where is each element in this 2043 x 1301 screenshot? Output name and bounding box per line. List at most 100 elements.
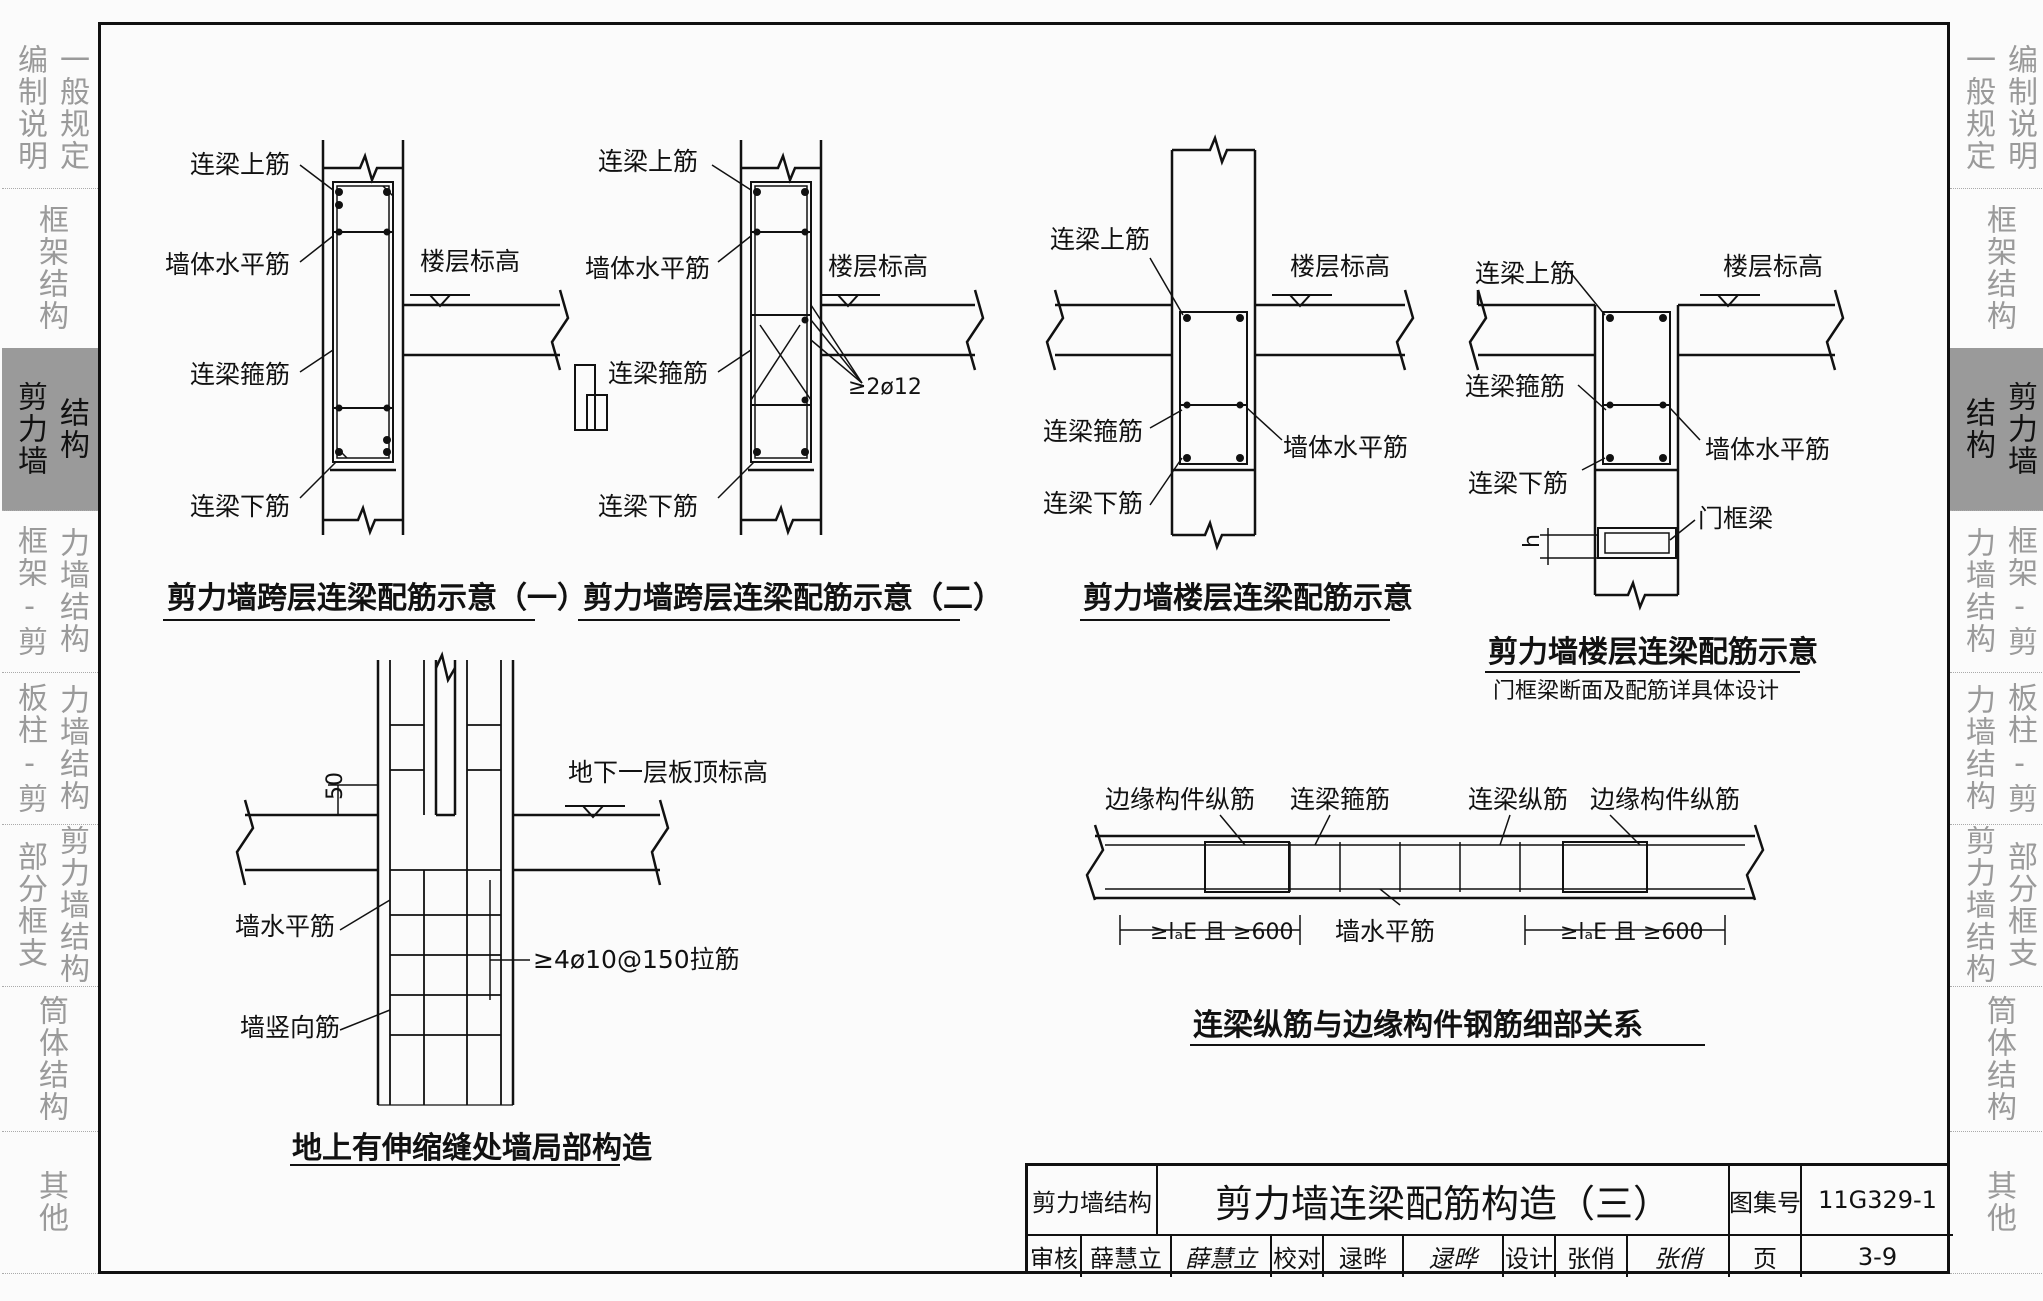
d5-caption: 地上有伸缩缝处墙局部构造 [292,1131,652,1166]
diagram-1-section [299,140,570,536]
tb-page-label: 页 [1728,1236,1800,1277]
left-tab-7-label: 筒体结构 [33,994,68,1123]
d1-bottom-bar-label: 连梁下筋 [190,492,290,521]
tb-review-signature: 薛慧立 [1170,1236,1270,1277]
right-tab-1-label: 一般规定 [1960,44,1995,172]
d5-wall-vert-label: 墙竖向筋 [240,1013,340,1042]
tb-check-signature: 逯晔 [1402,1236,1502,1277]
left-tab-7[interactable]: 筒体结构 [2,986,98,1132]
tb-checker: 逯晔 [1322,1236,1402,1277]
d1-wall-horiz-label: 墙体水平筋 [165,250,290,279]
tb-category: 剪力墙结构 [1032,1188,1152,1217]
left-tab-5-label: 力墙结构 [54,684,89,812]
tb-review-label: 审核 [1030,1245,1078,1273]
d6-dim-left-label: ≥lₐE 且 ≥600 [1150,920,1293,945]
d4-stirrup-label: 连梁箍筋 [1465,372,1565,401]
right-tab-6-label: 剪力墙结构 [1960,825,1995,985]
right-tab-3-label: 结构 [1960,397,1995,461]
diagram-3-section [1045,134,1415,551]
left-tab-8[interactable]: 其他 [2,1131,98,1274]
tb-design-signature: 张俏 [1626,1236,1728,1277]
d2-stirrup-label: 连梁箍筋 [608,359,708,388]
diagram-5-section [235,651,670,1106]
right-tab-6[interactable]: 剪力墙结构部分框支 [1950,824,2043,987]
d3-top-bar-label: 连梁上筋 [1050,225,1150,254]
left-tab-2-label: 框架结构 [33,204,68,332]
left-tab-1[interactable]: 编制说明一般规定 [2,28,98,189]
left-tab-1-label: 一般规定 [54,44,89,172]
right-tab-4-label: 力墙结构 [1960,527,1995,655]
d4-floor-elev-label: 楼层标高 [1723,252,1823,281]
d3-wall-horiz-label: 墙体水平筋 [1283,433,1408,462]
left-tab-3-label: 剪力墙 [12,381,47,477]
left-tab-3[interactable]: 剪力墙结构 [2,348,98,511]
right-tab-1[interactable]: 一般规定编制说明 [1950,28,2043,189]
d4-door-beam-label: 门框梁 [1698,504,1773,533]
tb-title: 剪力墙连梁配筋构造（三） [1156,1166,1728,1234]
d2-top-bar-label: 连梁上筋 [598,147,698,176]
d1-stirrup-label: 连梁箍筋 [190,360,290,389]
d2-wall-horiz-label: 墙体水平筋 [585,254,710,283]
d4-note: 门框梁断面及配筋详具体设计 [1493,679,1779,704]
right-tab-5-label: 板柱-剪 [2002,681,2037,815]
d3-caption: 剪力墙楼层连梁配筋示意 [1083,581,1413,616]
d5-tie-label: ≥4ø10@150拉筋 [533,945,740,974]
d6-caption: 连梁纵筋与边缘构件钢筋细部关系 [1193,1008,1643,1043]
d6-beam-long-label: 连梁纵筋 [1468,785,1568,814]
tb-row-divider [1028,1234,1953,1236]
left-tab-1-label: 编制说明 [12,44,47,172]
d2-floor-elev-label: 楼层标高 [828,252,928,281]
d4-caption: 剪力墙楼层连梁配筋示意 [1488,635,1818,670]
d6-beam-stirrup-label: 连梁箍筋 [1290,785,1390,814]
d1-caption: 剪力墙跨层连梁配筋示意（一） [167,581,587,616]
left-tab-3-label: 结构 [54,397,89,461]
right-tab-5-label: 力墙结构 [1960,684,1995,812]
d1-floor-elev-label: 楼层标高 [420,247,520,276]
right-tab-3[interactable]: 结构剪力墙 [1950,348,2043,511]
left-tab-6-label: 部分框支 [12,841,47,969]
right-tab-8[interactable]: 其他 [1950,1131,2043,1274]
drawing-frame [98,22,1950,1274]
d3-floor-elev-label: 楼层标高 [1290,252,1390,281]
diagram-2-section [574,140,985,536]
right-side-tabs: 一般规定编制说明框架结构结构剪力墙力墙结构框架-剪力墙结构板柱-剪剪力墙结构部分… [1950,28,2043,1274]
right-tab-7[interactable]: 筒体结构 [1950,986,2043,1132]
d6-wall-horiz-label: 墙水平筋 [1335,917,1435,946]
left-tab-5-label: 板柱-剪 [12,681,47,815]
d4-h-label: h [1520,534,1545,548]
right-tab-4[interactable]: 力墙结构框架-剪 [1950,510,2043,673]
tb-designer: 张俏 [1554,1236,1626,1277]
d5-wall-horiz-label: 墙水平筋 [235,912,335,941]
left-tab-5[interactable]: 板柱-剪力墙结构 [2,672,98,825]
d6-edge-long-1-label: 边缘构件纵筋 [1105,785,1255,814]
diagram-4-section [1468,271,1845,611]
right-tab-6-label: 部分框支 [2002,841,2037,969]
left-tab-4-label: 框架-剪 [12,524,47,658]
d3-stirrup-label: 连梁箍筋 [1043,417,1143,446]
left-tab-8-label: 其他 [33,1170,68,1234]
left-tab-4[interactable]: 框架-剪力墙结构 [2,510,98,673]
d4-top-bar-label: 连梁上筋 [1475,259,1575,288]
title-block: 剪力墙结构 剪力墙连梁配筋构造（三） 图集号 11G329-1 审核 薛慧立 薛… [1025,1163,1953,1277]
right-tab-7-label: 筒体结构 [1981,994,2016,1123]
d5-dim50-label: 50 [323,772,348,800]
right-tab-2[interactable]: 框架结构 [1950,188,2043,349]
d1-top-bar-label: 连梁上筋 [190,150,290,179]
tb-check-label: 校对 [1270,1236,1322,1277]
left-tab-2[interactable]: 框架结构 [2,188,98,349]
tb-page-no: 3-9 [1800,1236,1953,1277]
tb-atlas-no: 11G329-1 [1800,1166,1953,1234]
d2-bottom-bar-label: 连梁下筋 [598,492,698,521]
d2-caption: 剪力墙跨层连梁配筋示意（二） [583,581,1003,616]
d6-dim-right-label: ≥lₐE 且 ≥600 [1560,920,1703,945]
tb-reviewer: 薛慧立 [1080,1236,1170,1277]
tb-atlas-label: 图集号 [1728,1166,1801,1234]
right-tab-5[interactable]: 力墙结构板柱-剪 [1950,672,2043,825]
left-tab-6[interactable]: 部分框支剪力墙结构 [2,824,98,987]
left-side-tabs: 编制说明一般规定框架结构剪力墙结构框架-剪力墙结构板柱-剪力墙结构部分框支剪力墙… [2,28,98,1274]
left-tab-6-label: 剪力墙结构 [54,825,89,985]
right-tab-2-label: 框架结构 [1981,204,2016,332]
right-tab-1-label: 编制说明 [2002,44,2037,172]
